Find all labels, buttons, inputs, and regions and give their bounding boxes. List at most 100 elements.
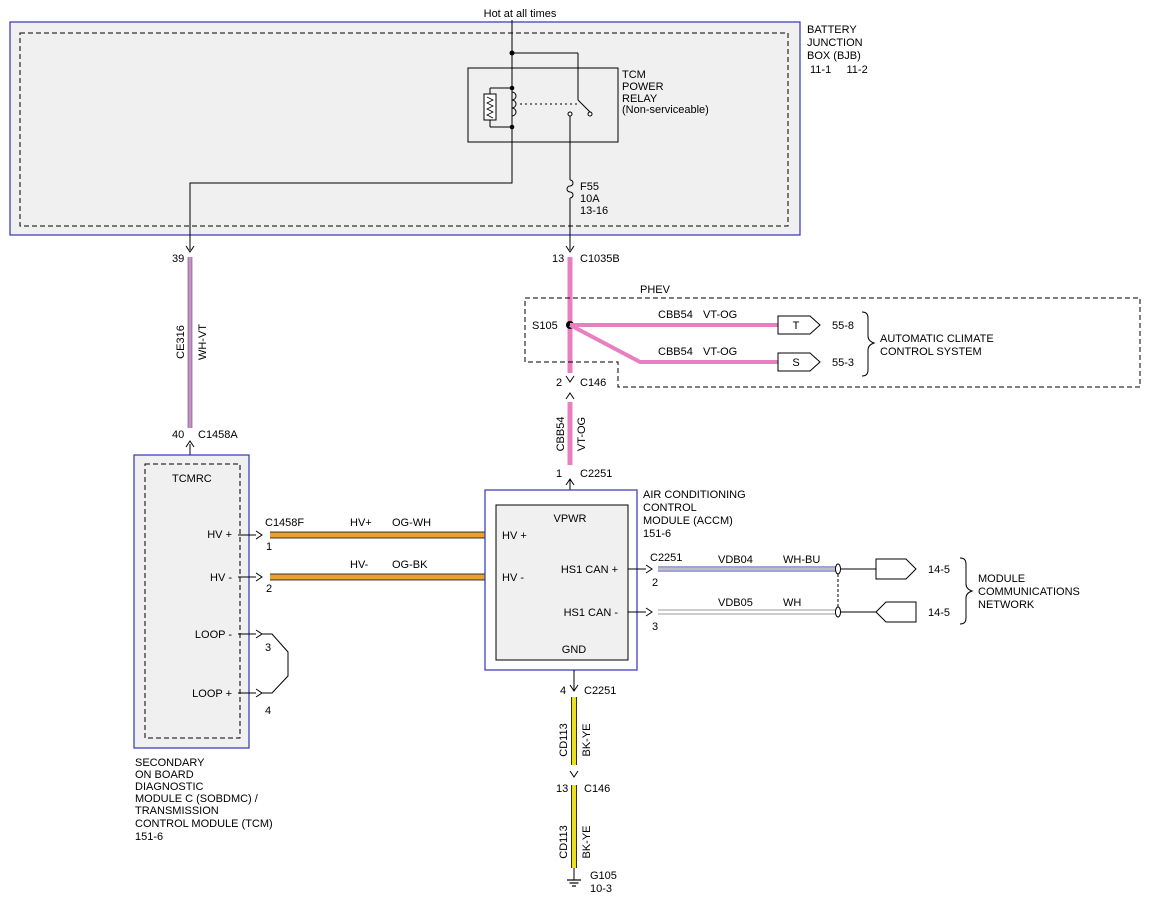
c146-connector: C146	[580, 377, 606, 389]
tcm-pin-number-2: 2	[266, 583, 272, 595]
accm-name-line-3: MODULE (ACCM)	[643, 515, 733, 527]
can-pin-minus: 3	[652, 621, 658, 633]
ce316-pin-top: 39	[172, 253, 184, 265]
tcm-name-line-3: DIAGNOSTIC	[135, 781, 204, 793]
tcm-loop-jumper: 3 4	[238, 629, 289, 717]
relay-name-line-4: (Non-serviceable)	[622, 104, 709, 116]
ground-name: G105	[590, 870, 617, 882]
relay-coil	[511, 91, 517, 117]
tcm-pin-number-4: 4	[265, 705, 271, 717]
can-pin-plus: 2	[652, 577, 658, 589]
fuse-line-3: 13-16	[580, 205, 608, 217]
ground-circuit: 4 C2251 CD113 BK-YE 13 C146 CD113 BK-YE …	[556, 670, 617, 895]
fuse-line-1: F55	[580, 181, 599, 193]
connector-t-ref: 55-8	[832, 320, 854, 332]
can-connector: C2251	[650, 552, 682, 564]
branch-s-circuit: CBB54	[658, 346, 693, 358]
tcm-connector-c1458f: C1458F	[265, 517, 304, 529]
tcm-outer-box	[133, 454, 250, 749]
relay-switch-blade	[577, 99, 591, 113]
can-minus-flag	[875, 601, 917, 623]
cd113-color-upper: BK-YE	[581, 723, 593, 756]
tcm-inner-dashed-box	[144, 463, 241, 739]
hv-plus-wire-color: OG-WH	[392, 517, 431, 529]
ce316-circuit-label: CE316	[175, 325, 187, 359]
accm-inner-box	[495, 504, 629, 661]
climate-brace	[861, 311, 876, 377]
tcm-name-line-5: TRANSMISSION	[135, 805, 219, 817]
accm-module: VPWR HV + HV - HS1 CAN + HS1 CAN - GND A…	[484, 489, 746, 671]
ce316-connector-bottom: C1458A	[198, 429, 238, 441]
branch-s-wire	[569, 323, 778, 364]
loop-plus-arrow	[255, 688, 263, 698]
accm-pin-vpwr: VPWR	[554, 513, 587, 525]
bjb-refs: 11-1 11-2	[810, 64, 868, 76]
accm-pin-gnd: GND	[562, 644, 587, 656]
cd113-circuit-lower: CD113	[558, 825, 570, 858]
coil-node-top	[509, 85, 515, 91]
can-minus-color: WH	[783, 597, 801, 609]
gnd-c2251-pin: 4	[560, 685, 566, 697]
accm-pin-hv-minus: HV -	[502, 572, 524, 584]
tcm-pin-number-1: 1	[266, 541, 272, 553]
tcm-pin-hv-plus: HV +	[207, 529, 232, 541]
climate-line-1: AUTOMATIC CLIMATE	[880, 333, 994, 345]
hv-wires: C1458F 1 HV+ OG-WH 2 HV- OG-BK	[238, 517, 485, 595]
c2251-pin1: 1	[556, 468, 562, 480]
relay-switch-contact	[587, 111, 593, 117]
can-minus-circuit: VDB05	[718, 597, 753, 609]
can-minus-arrow	[645, 607, 653, 617]
hot-splice-dot	[509, 50, 515, 56]
relay-name-line-3: RELAY	[622, 93, 658, 105]
can-plus-flag	[875, 558, 917, 580]
bjb-name-line-2: JUNCTION	[807, 37, 863, 49]
gnd-c146-arrow-in	[569, 770, 579, 778]
hv-minus-arrow	[255, 572, 263, 582]
connector-s-flag	[777, 352, 821, 372]
c146-arrow-in	[565, 375, 575, 383]
c1458a-arrow	[185, 440, 195, 448]
connector-s-ref: 55-3	[832, 357, 854, 369]
can-wires: C2251 2 VDB04 WH-BU 3 VDB05 WH 14-5 14-5…	[628, 552, 1080, 633]
fuse-line-2: 10A	[580, 193, 600, 205]
accm-name-line-2: CONTROL	[643, 502, 697, 514]
coil-node-bottom	[509, 124, 515, 130]
bjb-name-line-1: BATTERY	[807, 24, 857, 36]
hot-at-all-times-label: Hot at all times	[484, 8, 557, 20]
bjb-inner-dashed-box	[19, 32, 789, 227]
relay-name-line-2: POWER	[622, 81, 664, 93]
loop-jumper-wire	[262, 633, 289, 694]
phev-label: PHEV	[640, 284, 671, 296]
relay-output-contact	[567, 111, 573, 117]
ground-ref: 10-3	[590, 883, 612, 895]
accm-name-line-1: AIR CONDITIONING	[643, 489, 746, 501]
tcm-name-line-2: ON BOARD	[135, 769, 194, 781]
bjb-name-line-3: BOX (BJB)	[807, 50, 861, 62]
c1035b-pin13-arrow	[565, 245, 575, 253]
accm-name-line-4: 151-6	[643, 528, 671, 540]
c146-arrow-out	[565, 392, 575, 400]
tcm-inner-label: TCMRC	[172, 473, 212, 485]
tcm-name-line-6: CONTROL MODULE (TCM)	[135, 818, 273, 830]
tcm-pin-number-3: 3	[265, 642, 271, 654]
circuit-ce316: 39 CE316 WH-VT 40 C1458A	[172, 253, 238, 455]
tcm-pin-loop-plus: LOOP +	[192, 688, 232, 700]
fuse-f55-icon	[566, 179, 574, 199]
accm-pin-can-minus: HS1 CAN -	[564, 607, 619, 619]
battery-junction-box: BATTERY JUNCTION BOX (BJB) 11-1 11-2	[9, 21, 868, 236]
branch-t-circuit: CBB54	[658, 309, 693, 321]
cbb54-pin-top: 13	[552, 253, 564, 265]
hv-plus-arrow	[255, 530, 263, 540]
relay-box	[467, 67, 619, 143]
twist-mark-minus	[835, 606, 841, 618]
c1035b-pin39-arrow	[185, 245, 195, 253]
cbb54-connector-top: C1035B	[580, 253, 620, 265]
hv-minus-wire-color: OG-BK	[392, 559, 428, 571]
ce316-pin-bottom: 40	[172, 429, 184, 441]
phev-dashed-region	[524, 297, 1141, 388]
tcm-name-line-1: SECONDARY	[135, 757, 205, 769]
tcm-pin-hv-minus: HV -	[210, 572, 232, 584]
branch-s-color: VT-OG	[703, 346, 737, 358]
network-line-3: NETWORK	[978, 599, 1035, 611]
